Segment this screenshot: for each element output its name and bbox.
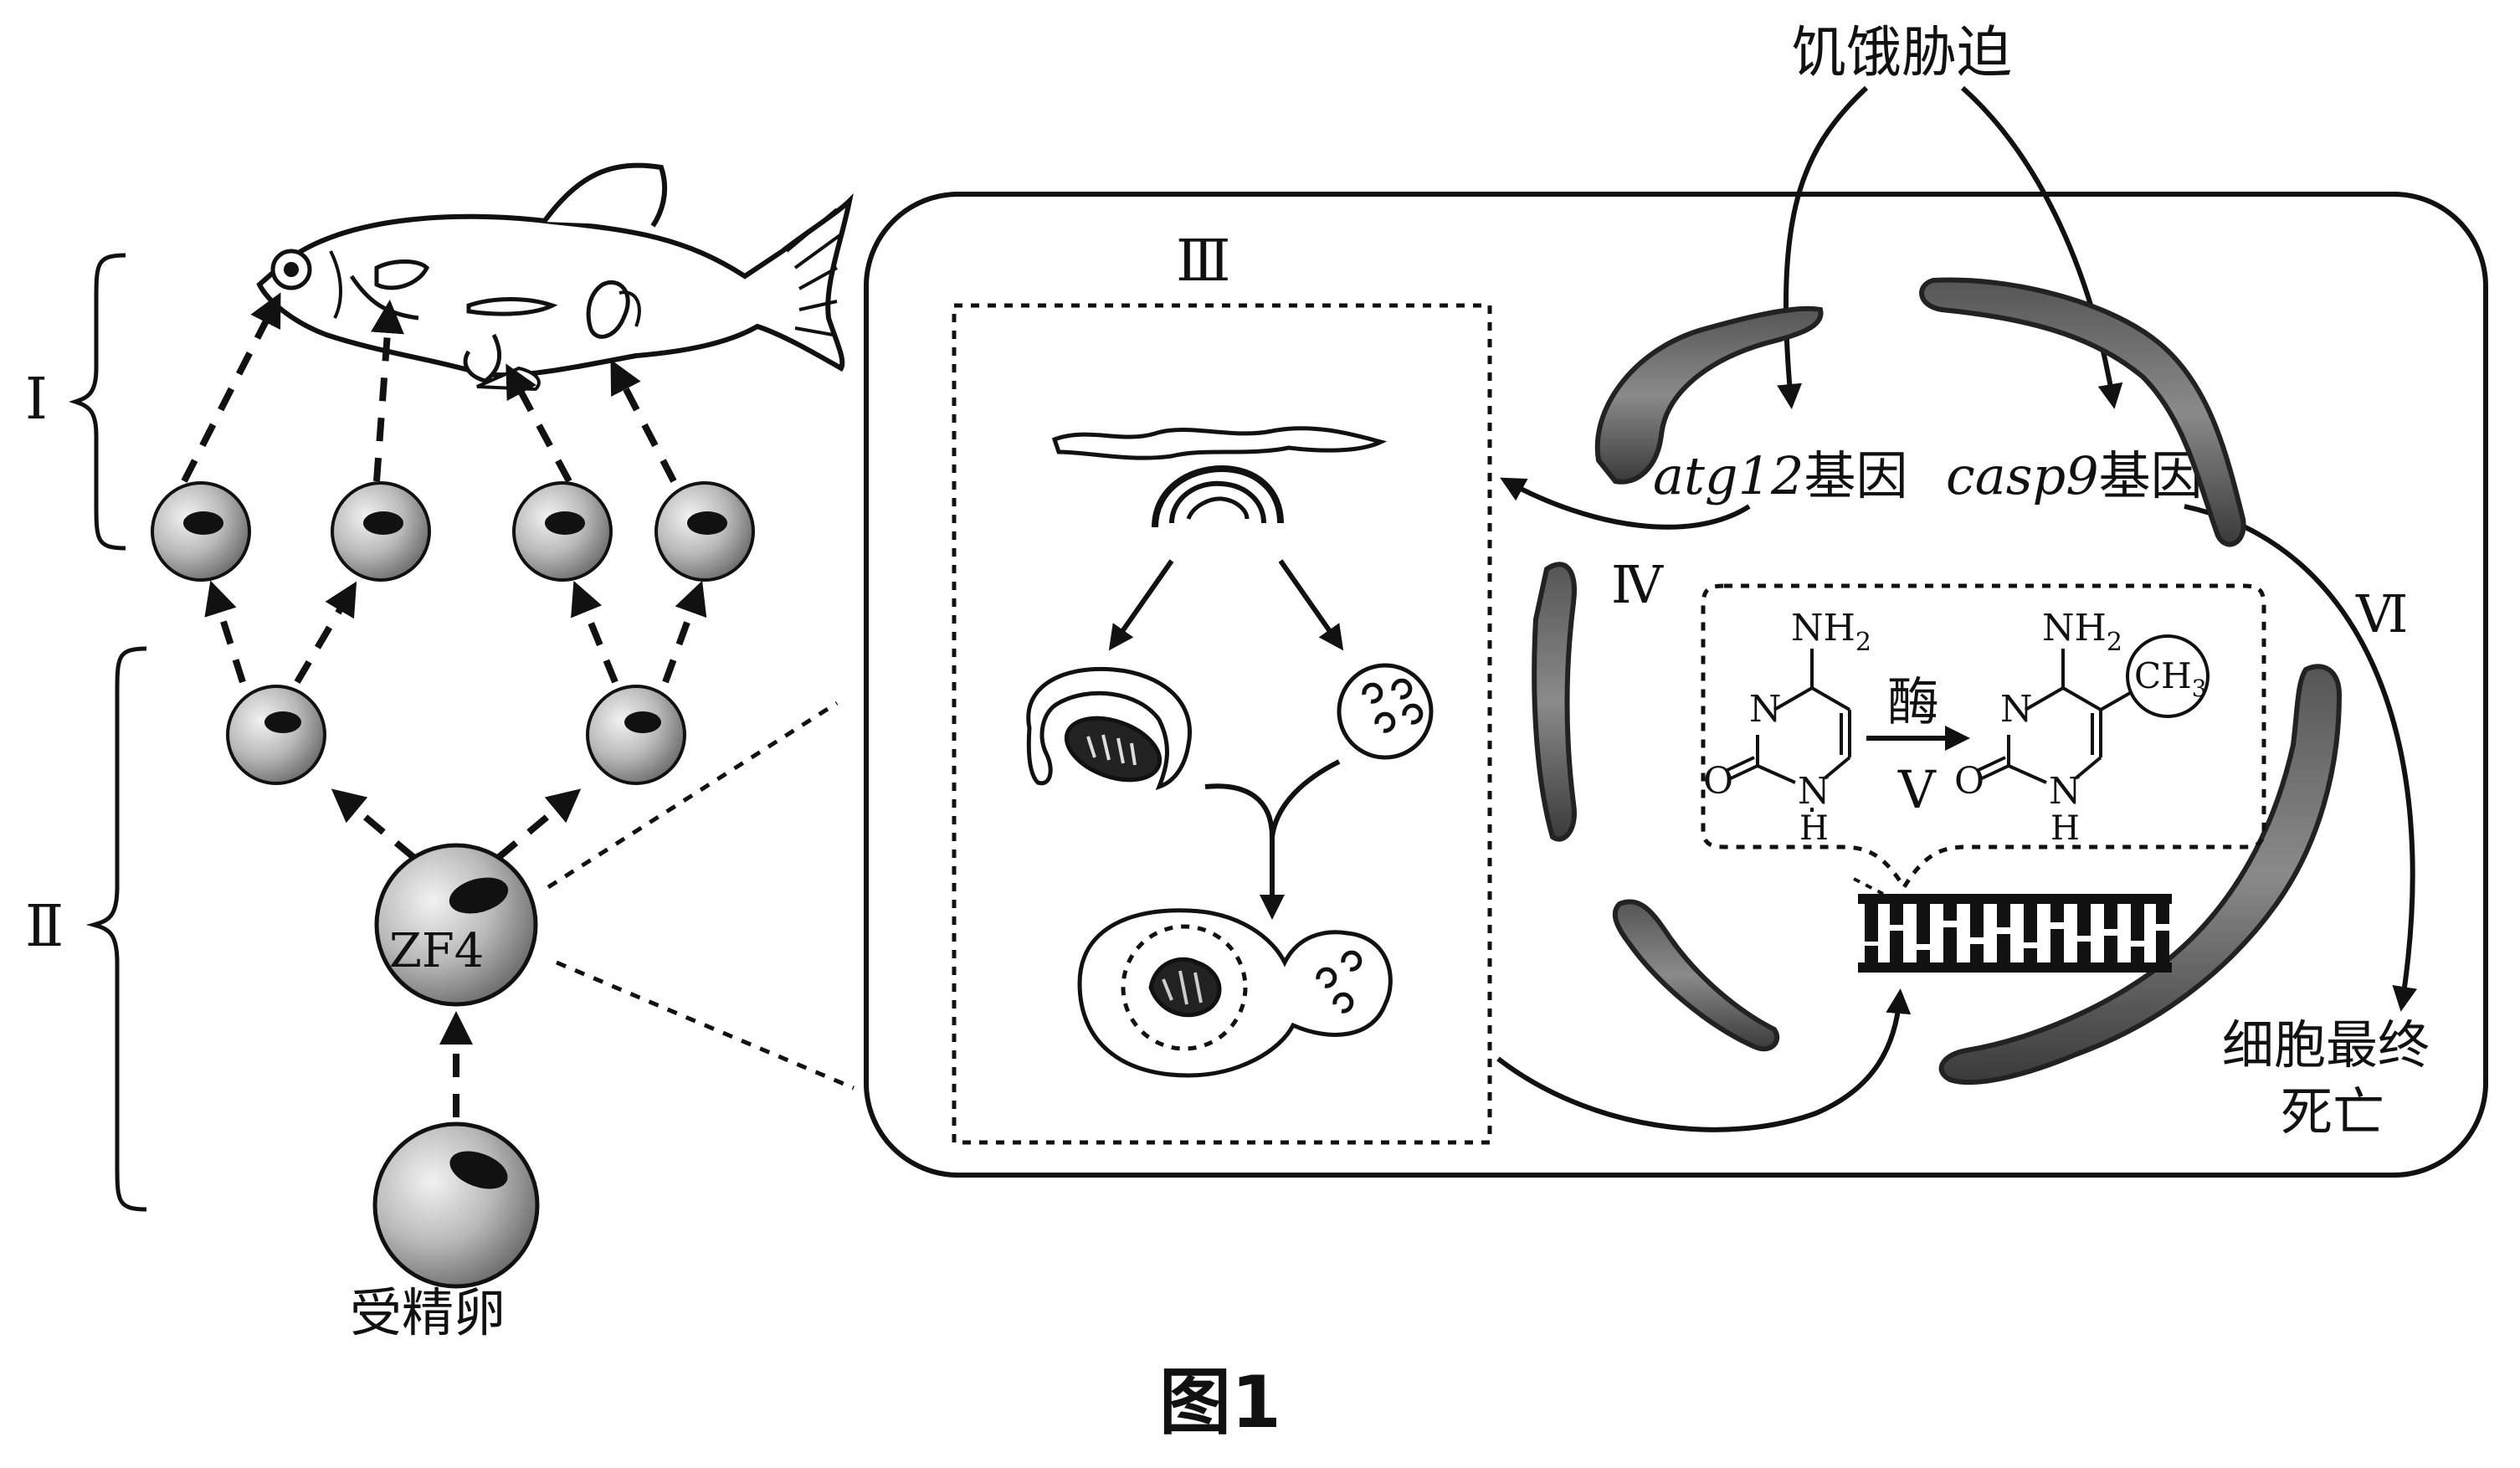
- methylation-reaction: 酶 Ⅴ: [1866, 671, 1970, 820]
- bracket-I: [69, 253, 126, 551]
- dna-double-strand: [1853, 877, 2172, 973]
- autolysosome: [1077, 908, 1393, 1078]
- death-label-line2: 死亡: [2281, 1081, 2384, 1142]
- casp9-gene-label: casp9基因: [1946, 445, 2203, 506]
- atg12-to-autophagy-arrow: [1500, 477, 1751, 530]
- methylation-box: [1701, 583, 2266, 891]
- mitochondrion: [1532, 562, 1577, 842]
- svg-text:CH3: CH3: [2134, 655, 2207, 702]
- mitochondria: [1532, 277, 2343, 1086]
- methylcytosine-structure: NH2 N O N H CH3: [1954, 607, 2209, 848]
- mitochondrion: [1938, 664, 2343, 1086]
- label-stage-V: Ⅴ: [1897, 759, 1937, 820]
- cell: [586, 685, 686, 785]
- cell: [654, 481, 755, 582]
- cell: [226, 685, 326, 785]
- development-panel: Ⅰ Ⅱ: [25, 162, 855, 1343]
- bracket-II: [85, 646, 147, 1212]
- cell-panel: Ⅲ: [864, 20, 2488, 1178]
- svg-text:NH2: NH2: [2042, 607, 2122, 657]
- cell-row-differentiated: [151, 481, 755, 582]
- casp9-to-death-arrow: [2184, 504, 2418, 1012]
- cell: [512, 481, 613, 582]
- lysosome: [1337, 663, 1434, 760]
- endoplasmic-reticulum: [1051, 426, 1388, 528]
- fertilized-egg-cell: 受精卵: [350, 1122, 540, 1343]
- atg12-gene-label: atg12基因: [1653, 445, 1907, 506]
- cytosine-structure: NH2 N O N H: [1703, 607, 1871, 848]
- cell-row-intermediate: [226, 685, 686, 785]
- svg-text:O: O: [1703, 760, 1733, 803]
- cell: [151, 481, 251, 582]
- development-arrows: [181, 292, 707, 1117]
- autophagy-box: [952, 303, 1492, 1145]
- mitochondrion: [1919, 277, 2246, 547]
- gene-labels: atg12基因 casp9基因: [1653, 445, 2203, 506]
- svg-text:H: H: [2050, 809, 2080, 848]
- svg-text:NH2: NH2: [1791, 607, 1871, 657]
- zoom-lines: [547, 701, 855, 1091]
- mitochondrion: [1612, 899, 1780, 1052]
- label-stage-VI: Ⅵ: [2355, 583, 2408, 644]
- label-stage-III: Ⅲ: [1176, 228, 1231, 295]
- cell: [331, 481, 431, 582]
- fertilized-egg-label: 受精卵: [350, 1282, 506, 1343]
- autophagy-arrows: [1108, 559, 1344, 920]
- figure-caption: 图1: [1159, 1361, 1281, 1445]
- label-stage-IV: Ⅳ: [1611, 554, 1664, 615]
- death-label-line1: 细胞最终: [2222, 1014, 2430, 1075]
- label-stage-II: Ⅱ: [25, 894, 64, 960]
- stress-label: 饥饿胁迫: [1791, 20, 2012, 85]
- zf4-cell: ZF4: [374, 843, 538, 1007]
- zebrafish-drawing: [256, 162, 854, 392]
- svg-text:H: H: [1799, 809, 1829, 848]
- mitochondrion: [1594, 305, 1824, 485]
- label-stage-I: Ⅰ: [25, 367, 48, 433]
- methyl-group-circle: [2126, 634, 2209, 718]
- enzyme-label: 酶: [1887, 671, 1939, 732]
- phagophore: [1026, 666, 1192, 791]
- autophagy-to-dna-arrow: [1496, 988, 1912, 1132]
- zf4-label: ZF4: [389, 924, 484, 978]
- svg-text:O: O: [1954, 760, 1984, 803]
